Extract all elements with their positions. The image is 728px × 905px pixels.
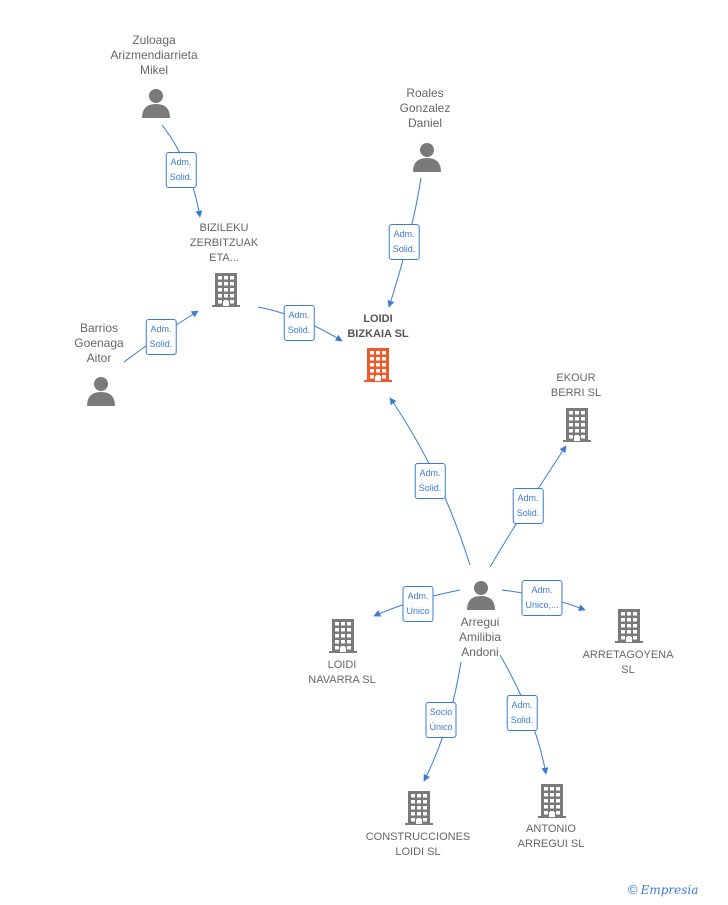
node-label-antonio[interactable]: ANTONIO ARREGUI SL	[517, 823, 585, 850]
node-label-arretagoyena[interactable]: ARRETAGOYENA SL	[582, 649, 674, 676]
building-icon-loidi-bizkaia[interactable]	[362, 347, 394, 383]
edge-label-arregui-construcciones: Socio Único	[425, 702, 457, 738]
edge-label-barrios-bizileku: Adm. Solid.	[145, 319, 177, 355]
building-icon-construcciones[interactable]	[403, 790, 435, 826]
edge-label-arregui-arretagoyena: Adm. Unico,...	[521, 580, 563, 616]
node-label-bizileku[interactable]: BIZILEKU ZERBITZUAK ETA...	[189, 222, 259, 264]
edge-label-arregui-ekour: Adm. Solid.	[512, 488, 544, 524]
node-label-construcciones[interactable]: CONSTRUCCIONES LOIDI SL	[365, 831, 471, 858]
node-label-ekour[interactable]: EKOUR BERRI SL	[550, 372, 602, 399]
edge-label-arregui-loidi: Adm. Solid.	[414, 463, 446, 499]
person-icon-roales[interactable]	[411, 139, 443, 175]
node-label-zuloaga[interactable]: Zuloaga Arizmendiarrieta Mikel	[110, 33, 198, 77]
person-icon-barrios[interactable]	[85, 373, 117, 409]
person-icon-zuloaga[interactable]	[140, 85, 172, 121]
edge-label-arregui-navarra: Adm. Unico	[402, 586, 434, 622]
footer-brand: ©Empresia	[628, 882, 728, 897]
building-icon-antonio[interactable]	[536, 783, 568, 819]
person-icon-arregui[interactable]	[465, 577, 497, 613]
edge-label-arregui-antonio: Adm. Solid.	[506, 695, 538, 731]
edge-label-zuloaga-bizileku: Adm. Solid.	[165, 152, 197, 188]
building-icon-arretagoyena[interactable]	[613, 608, 645, 644]
building-icon-loidi-navarra[interactable]	[327, 618, 359, 654]
edge-label-bizileku-loidi: Adm. Solid.	[283, 305, 315, 341]
building-icon-bizileku[interactable]	[210, 272, 242, 308]
edge-label-roales-loidi: Adm. Solid.	[388, 224, 420, 260]
building-icon-ekour[interactable]	[561, 407, 593, 443]
node-label-arregui[interactable]: Arregui Amilibia Andoni	[458, 615, 502, 659]
node-label-roales[interactable]: Roales Gonzalez Daniel	[399, 86, 451, 130]
brand-logo-text: Empresia	[640, 883, 699, 897]
node-label-loidi-navarra[interactable]: LOIDI NAVARRA SL	[308, 659, 376, 686]
copyright-symbol: ©	[628, 882, 638, 897]
node-label-loidi-bizkaia[interactable]: LOIDI BIZKAIA SL	[347, 313, 409, 340]
node-label-barrios[interactable]: Barrios Goenaga Aitor	[74, 321, 124, 365]
